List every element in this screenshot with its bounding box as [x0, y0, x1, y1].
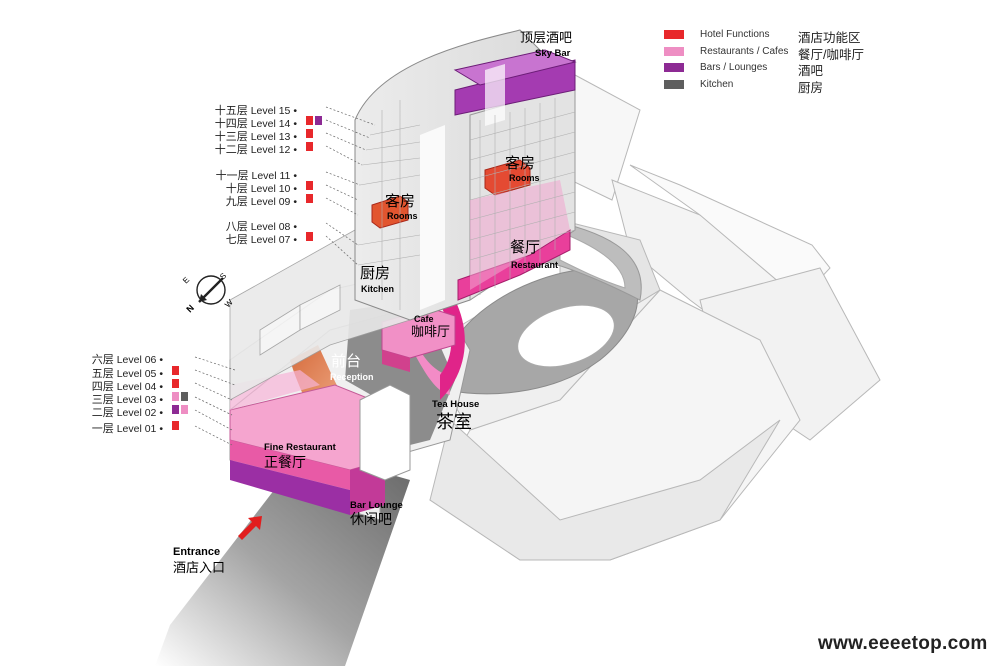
tea-house-en: Tea House	[432, 399, 479, 410]
level-swatch	[172, 421, 179, 430]
level-label-en: Level 02 •	[114, 407, 163, 419]
sky-bar-en: Sky Bar	[535, 48, 571, 59]
rooms-mid-en: Rooms	[387, 211, 418, 221]
legend-label-en: Restaurants / Cafes	[700, 46, 788, 57]
legend-label-cn: 厨房	[798, 77, 823, 96]
legend-item: Kitchen 厨房	[664, 78, 884, 95]
level-swatch	[172, 379, 179, 388]
podium-column	[360, 385, 410, 480]
lower-level-leaders	[195, 357, 235, 445]
level-label: 七层 Level 07 •	[226, 231, 297, 247]
level-swatch	[181, 405, 188, 414]
level-label-cn: 十二层	[215, 143, 248, 156]
entrance-en: Entrance	[173, 546, 220, 558]
entrance-cn: 酒店入口	[173, 561, 225, 576]
watermark: www.eeeetop.com	[818, 633, 988, 655]
level-label-en: Level 09 •	[248, 196, 297, 208]
sky-bar-cn: 顶层酒吧	[520, 31, 572, 46]
kitchen-cn: 厨房	[360, 264, 390, 282]
reception-en: Reception	[330, 372, 374, 382]
restaurant-cn: 餐厅	[510, 238, 540, 256]
rooms-mid-cn: 客房	[385, 192, 415, 210]
level-label: 九层 Level 09 •	[226, 193, 297, 209]
legend-label-en: Kitchen	[700, 79, 733, 90]
level-swatch	[306, 194, 313, 203]
level-label-en: Level 01 •	[114, 423, 163, 435]
level-label: 一层 Level 01 •	[92, 420, 163, 436]
legend-label-en: Bars / Lounges	[700, 62, 767, 73]
fine-restaurant-en: Fine Restaurant	[264, 442, 337, 453]
level-swatch	[172, 366, 179, 375]
level-swatch	[306, 181, 313, 190]
bar-lounge-cn: 休闲吧	[350, 512, 392, 528]
legend-swatch	[664, 80, 684, 89]
rooms-top-cn: 客房	[505, 154, 535, 172]
level-swatch	[172, 392, 179, 401]
level-label: 十二层 Level 12 •	[215, 141, 297, 157]
level-swatch	[306, 129, 313, 138]
level-swatch	[181, 392, 188, 401]
level-label-cn: 二层	[92, 406, 114, 419]
compass-icon	[197, 276, 225, 304]
level-swatch	[306, 232, 313, 241]
level-label: 二层 Level 02 •	[92, 404, 163, 420]
level-swatch	[306, 142, 313, 151]
rooms-top-en: Rooms	[509, 173, 540, 183]
restaurant-en: Restaurant	[511, 260, 558, 270]
legend-swatch	[664, 30, 684, 39]
reception-cn: 前台	[331, 352, 361, 370]
compass-n: N	[184, 303, 196, 315]
level-label-en: Level 12 •	[248, 144, 297, 156]
level-label-cn: 一层	[92, 422, 114, 435]
level-label-cn: 七层	[226, 233, 248, 246]
kitchen-en: Kitchen	[361, 284, 394, 294]
legend-swatch	[664, 63, 684, 72]
level-swatch	[172, 405, 179, 414]
level-swatch	[306, 116, 313, 125]
level-swatch	[315, 116, 322, 125]
level-label-en: Level 07 •	[248, 234, 297, 246]
legend-swatch	[664, 47, 684, 56]
cafe-cn: 咖啡厅	[411, 325, 450, 340]
tea-house-cn: 茶室	[436, 412, 472, 433]
cafe-en: Cafe	[414, 314, 434, 324]
legend-label-en: Hotel Functions	[700, 29, 769, 40]
compass-e: E	[181, 275, 191, 285]
fine-restaurant-cn: 正餐厅	[264, 455, 306, 471]
level-label-cn: 九层	[226, 195, 248, 208]
bar-lounge-en: Bar Lounge	[350, 500, 403, 511]
